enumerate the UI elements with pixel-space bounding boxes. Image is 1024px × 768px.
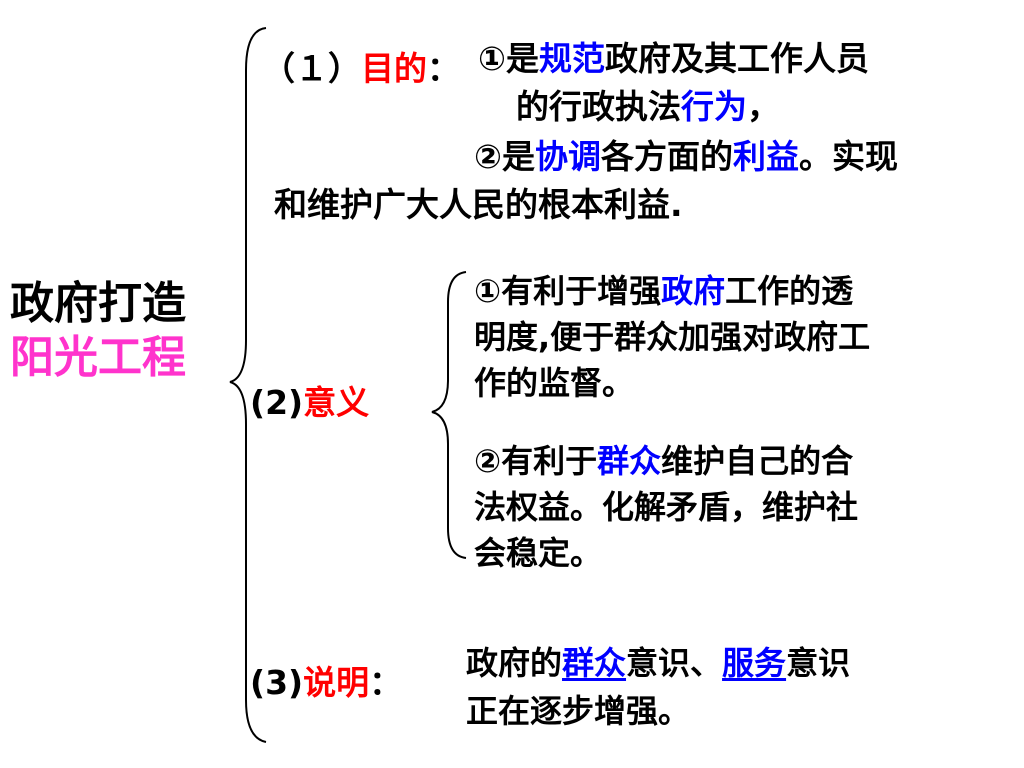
- point-mark: ①是: [478, 39, 539, 78]
- text: 意识: [786, 644, 851, 682]
- keyword: 规范: [538, 39, 605, 78]
- section2-point2-line1: ②有利于群众维护自己的合: [474, 438, 853, 484]
- significance-brace: [431, 271, 467, 559]
- section3-prefix: (3): [250, 663, 304, 702]
- point-mark: ②有利于: [474, 442, 598, 480]
- point-mark: ①有利于增强: [474, 272, 662, 310]
- section1-label: （１）目的：: [262, 46, 460, 92]
- text: 意识、: [626, 644, 723, 682]
- section1-point1-line1: ①是规范政府及其工作人员: [478, 36, 869, 82]
- text: 政府及其工作人员: [604, 39, 869, 78]
- section3-line2: 正在逐步增强。: [466, 692, 691, 730]
- keyword: 利益: [732, 137, 799, 176]
- section3-label-text: 说明: [303, 663, 370, 702]
- keyword: 政府: [661, 272, 726, 310]
- section1-label-text: 目的: [361, 49, 427, 88]
- text: 维护自己的合: [661, 442, 854, 480]
- keyword: 协调: [534, 137, 601, 176]
- section3-colon: ：: [369, 663, 403, 702]
- section2-point2-line3: 会稳定。: [474, 534, 603, 572]
- section2-prefix: (2): [250, 383, 304, 422]
- section2-label-text: 意义: [303, 383, 370, 422]
- keyword: 服务: [722, 644, 787, 682]
- section2-point1-line3: 作的监督。: [474, 364, 635, 402]
- keyword: 行为: [681, 87, 747, 126]
- section1-point1-line2: 的行政执法行为，: [516, 84, 780, 130]
- section2-point1-line1: ①有利于增强政府工作的透: [474, 268, 853, 314]
- section1-colon: ：: [427, 49, 460, 88]
- keyword: 群众: [562, 644, 627, 682]
- section2-point1-line2: 明度,便于群众加强对政府工: [474, 318, 871, 356]
- text: 工作的透: [725, 272, 854, 310]
- main-title-line2: 阳光工程: [10, 332, 186, 383]
- text: ，: [747, 87, 780, 126]
- section3-line1: 政府的群众意识、服务意识: [466, 640, 850, 686]
- text: 。实现: [798, 137, 898, 176]
- text: 的行政执法: [516, 87, 681, 126]
- keyword: 群众: [597, 442, 662, 480]
- section1-point2-line1: ②是协调各方面的利益。实现: [474, 134, 898, 180]
- section1-point2-line2: 和维护广大人民的根本利益.: [274, 185, 683, 224]
- section3-label: (3)说明：: [250, 660, 402, 706]
- main-title-line1: 政府打造: [10, 278, 186, 329]
- point-mark: ②是: [474, 137, 535, 176]
- section1-prefix: （１）: [262, 49, 361, 88]
- text: 各方面的: [600, 137, 733, 176]
- section2-point2-line2: 法权益。化解矛盾，维护社: [474, 488, 859, 526]
- section2-label: (2)意义: [250, 380, 369, 426]
- text: 政府的: [466, 644, 563, 682]
